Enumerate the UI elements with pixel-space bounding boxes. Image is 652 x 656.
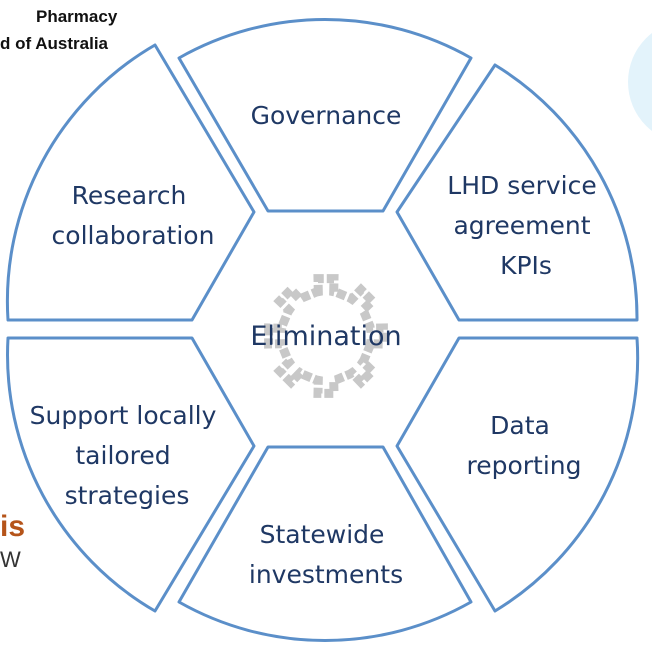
segment-labels: Governance LHD service agreement KPIs Da… xyxy=(30,101,604,589)
segment-data-reporting xyxy=(395,336,640,613)
segment-support-locally xyxy=(6,336,256,613)
gear-icon xyxy=(264,274,388,398)
label-line: reporting xyxy=(466,451,581,480)
label-line: collaboration xyxy=(52,221,215,250)
label-line: LHD service xyxy=(447,171,596,200)
label-line: agreement xyxy=(453,211,590,240)
org-name-line1: Pharmacy xyxy=(36,7,118,26)
center-label: Elimination xyxy=(250,321,401,352)
segment-label-support: Support locally tailored strategies xyxy=(30,401,225,510)
segment-label-statewide: Statewide investments xyxy=(249,520,403,589)
corner-decorative-circle xyxy=(628,33,652,131)
segment-research xyxy=(5,43,256,322)
left-fragment-big: is xyxy=(0,510,25,543)
segment-ring xyxy=(5,17,640,643)
segment-label-governance: Governance xyxy=(251,101,402,130)
segment-statewide xyxy=(177,445,473,643)
label-line: strategies xyxy=(65,481,190,510)
segment-label-lhd: LHD service agreement KPIs xyxy=(447,171,604,280)
label-line: tailored xyxy=(75,441,170,470)
label-line: investments xyxy=(249,560,403,589)
org-name-line2: d of Australia xyxy=(0,34,109,53)
label-line: Statewide xyxy=(260,520,385,549)
segment-label-research: Research collaboration xyxy=(52,181,215,250)
segment-lhd-service xyxy=(395,63,639,322)
left-fragment-small: W xyxy=(0,547,21,572)
label-line: Governance xyxy=(251,101,402,130)
segment-label-data: Data reporting xyxy=(466,411,581,480)
label-line: Support locally xyxy=(30,401,217,430)
label-line: KPIs xyxy=(500,251,552,280)
segment-governance xyxy=(177,17,473,213)
label-line: Data xyxy=(490,411,550,440)
label-line: Research xyxy=(72,181,187,210)
